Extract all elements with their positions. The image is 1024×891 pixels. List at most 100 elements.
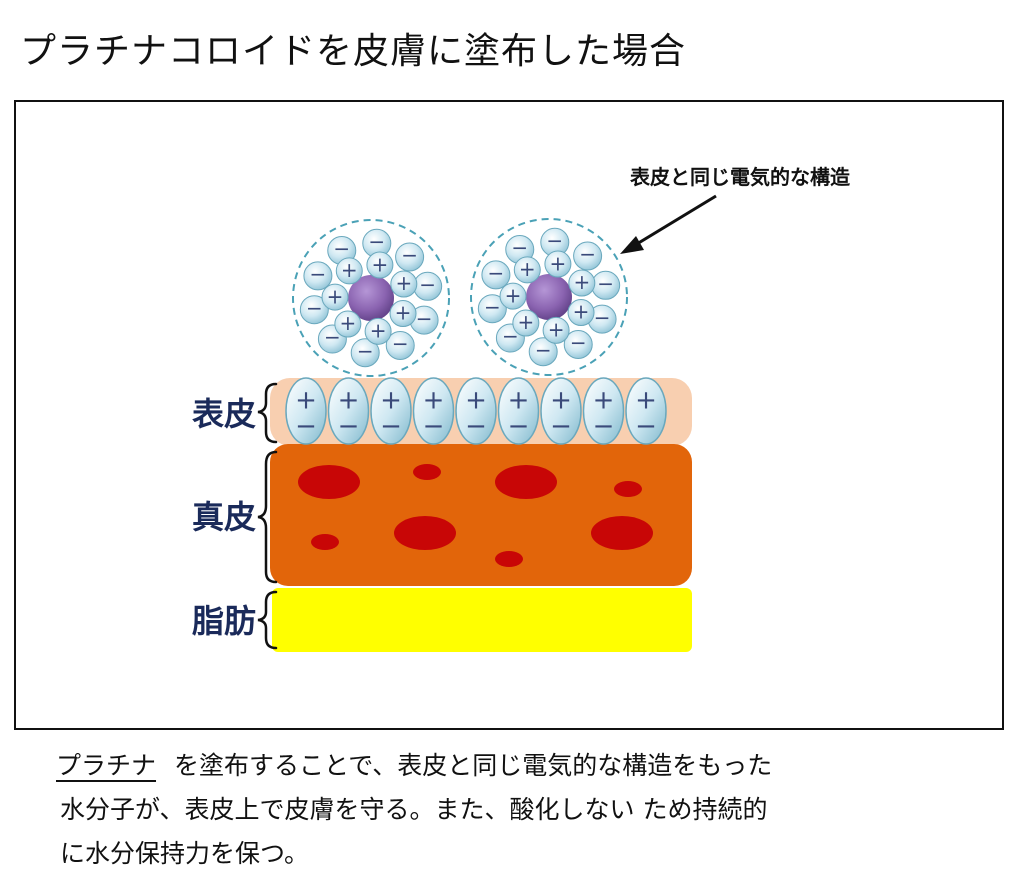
minus-sign: − [488, 261, 505, 285]
plus-sign: + [508, 385, 530, 415]
page-title: プラチナコロイドを皮膚に塗布した場合 [20, 31, 687, 72]
plus-sign: + [635, 385, 657, 415]
minus-sign: − [423, 411, 445, 441]
minus-sign: − [368, 229, 385, 253]
plus-bead: + [542, 316, 570, 344]
minus-bead: − [362, 228, 392, 258]
plus-sign: + [517, 310, 534, 334]
plus-sign: + [370, 319, 387, 343]
plus-sign: + [573, 270, 590, 294]
plus-bead: + [334, 310, 362, 338]
brace-epidermis [257, 382, 278, 444]
annotation-label: 表皮と同じ電気的な構造 [630, 165, 851, 189]
minus-sign: − [597, 272, 614, 296]
plus-bead: + [568, 269, 596, 297]
minus-sign: − [484, 295, 501, 319]
label-fat: 脂肪 [192, 602, 256, 640]
epidermis-cell: +− [455, 377, 497, 445]
colloid-cluster: −−−−−−−−−−+++++++ [292, 219, 450, 377]
vessel-spot [591, 516, 653, 550]
plus-sign: + [295, 385, 317, 415]
plus-sign: + [327, 284, 344, 308]
plus-bead: + [390, 270, 418, 298]
plus-bead: + [321, 283, 349, 311]
vessel-spot [495, 465, 557, 499]
minus-sign: − [416, 306, 433, 330]
minus-sign: − [419, 273, 436, 297]
minus-bead: − [350, 338, 380, 368]
minus-bead: − [299, 295, 329, 325]
vessel-spot [298, 465, 360, 499]
epidermis-cell: +− [582, 377, 625, 445]
plus-sign: + [372, 252, 389, 276]
minus-bead: − [413, 271, 443, 301]
plus-bead: + [567, 299, 595, 327]
caption-line-2: 水分子が、表皮上で皮膚を守る。また、酸化しない ため持続的 [60, 795, 768, 824]
plus-sign: + [395, 271, 412, 295]
minus-bead: − [385, 331, 415, 361]
annotation-arrow [620, 194, 717, 254]
epidermis-cell: +− [412, 377, 455, 445]
plus-bead: + [499, 282, 527, 310]
colloid-cluster: −−−−−−−−−−+++++++ [470, 218, 628, 376]
plus-sign: + [573, 300, 590, 324]
caption-line-1: プラチナを塗布することで、表皮と同じ電気的な構造をもった [56, 744, 956, 788]
fat-layer [272, 588, 692, 652]
colloid-boundary [292, 219, 450, 377]
minus-sign: − [546, 228, 563, 252]
colloid-boundary [470, 218, 628, 376]
plus-bead: + [366, 251, 394, 279]
plus-sign: + [519, 257, 536, 281]
caption-highlight: プラチナ [56, 751, 157, 780]
epidermis-cell: +− [497, 377, 540, 445]
minus-bead: − [477, 294, 507, 324]
minus-sign: − [508, 411, 530, 441]
minus-sign: − [593, 411, 615, 441]
dermis-layer [270, 444, 692, 586]
minus-bead: − [303, 261, 333, 291]
minus-sign: − [594, 305, 611, 329]
label-epidermis: 表皮 [192, 395, 256, 433]
minus-sign: − [401, 243, 418, 267]
plus-sign: + [505, 283, 522, 307]
minus-sign: − [465, 411, 487, 441]
minus-sign: − [357, 339, 374, 363]
minus-bead: − [481, 260, 511, 290]
vessel-spot [614, 481, 642, 497]
minus-sign: − [306, 296, 323, 320]
plus-bead: + [389, 300, 417, 328]
caption: プラチナを塗布することで、表皮と同じ電気的な構造をもった 水分子が、表皮上で皮膚… [56, 744, 956, 876]
plus-sign: + [380, 385, 402, 415]
minus-bead: − [528, 337, 558, 367]
plus-sign: + [395, 301, 412, 325]
plus-sign: + [465, 385, 487, 415]
plus-sign: + [548, 318, 565, 342]
plus-bead: + [335, 257, 363, 285]
epidermis-cells: +−+−+−+−+−+−+−+−+− [285, 377, 667, 445]
minus-sign: − [535, 338, 552, 362]
brace-dermis [257, 450, 278, 584]
minus-sign: − [310, 262, 327, 286]
minus-bead: − [591, 270, 621, 300]
plus-sign: + [423, 385, 445, 415]
platinum-core [526, 274, 572, 320]
plus-bead: + [513, 256, 541, 284]
label-dermis: 真皮 [192, 498, 256, 536]
epidermis-cell: +− [285, 377, 327, 445]
plus-bead: + [364, 317, 392, 345]
vessel-spot [495, 551, 523, 567]
epidermis-cell: +− [370, 377, 412, 445]
minus-sign: − [635, 411, 657, 441]
minus-bead: − [563, 330, 593, 360]
brace-fat [257, 590, 278, 650]
plus-bead: + [512, 309, 540, 337]
minus-bead: − [409, 305, 439, 335]
dermis-vessels [298, 464, 653, 567]
vessel-spot [413, 464, 441, 480]
epidermis-cell: +− [327, 377, 370, 445]
minus-sign: − [579, 242, 596, 266]
layer-braces [257, 382, 278, 650]
plus-sign: + [593, 385, 615, 415]
platinum-colloids: −−−−−−−−−−+++++++−−−−−−−−−−+++++++ [292, 218, 628, 377]
